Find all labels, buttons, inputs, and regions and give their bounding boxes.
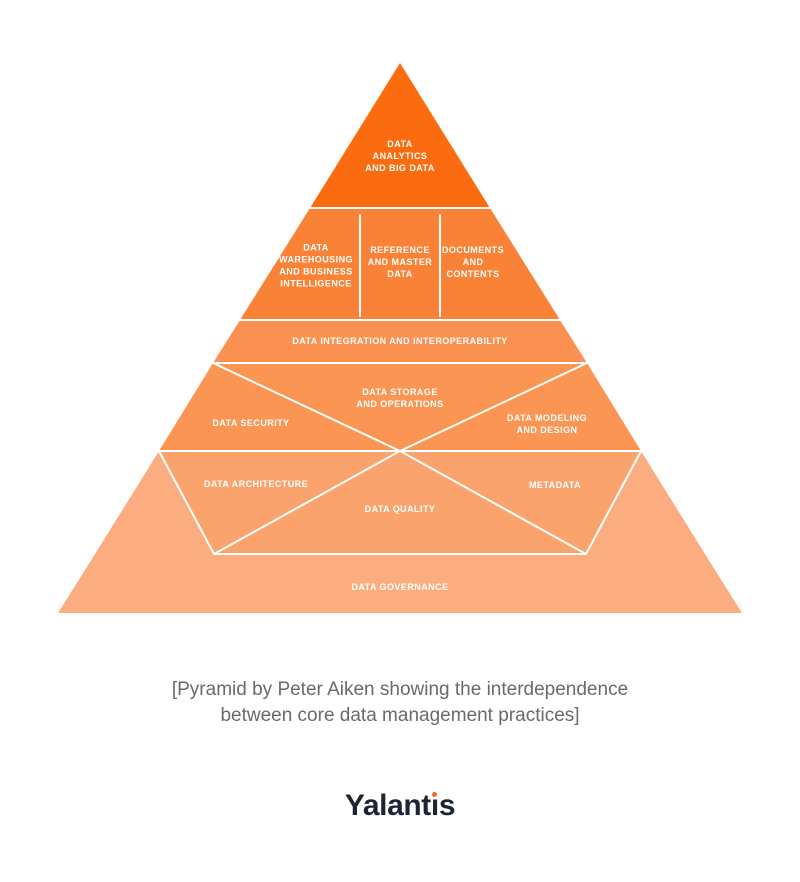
region-data-governance [58, 451, 742, 613]
logo-dotless-i: ı [430, 789, 439, 822]
hexagon-edge-left [158, 450, 215, 555]
pyramid-diagram [58, 63, 742, 613]
region-data-integration [213, 320, 587, 363]
region-lower-cross-band [159, 451, 641, 554]
logo-letter-i: ı [431, 789, 439, 823]
region-upper-cross-band [159, 363, 641, 451]
logo-text-left: Yalant [344, 789, 431, 822]
caption-text: [Pyramid by Peter Aiken showing the inte… [171, 679, 629, 726]
cross-diagonal-right-upper [399, 362, 588, 452]
region-level-2 [240, 208, 560, 320]
logo-i-dot [432, 792, 438, 797]
hexagon-edge-right [585, 450, 642, 555]
cross-diagonal-left-upper [212, 362, 401, 452]
cross-diagonal-left-lower [213, 450, 401, 555]
cross-diagonal-right-lower [399, 450, 587, 555]
logo-text-right: s [438, 789, 456, 822]
region-data-analytics [310, 63, 490, 208]
